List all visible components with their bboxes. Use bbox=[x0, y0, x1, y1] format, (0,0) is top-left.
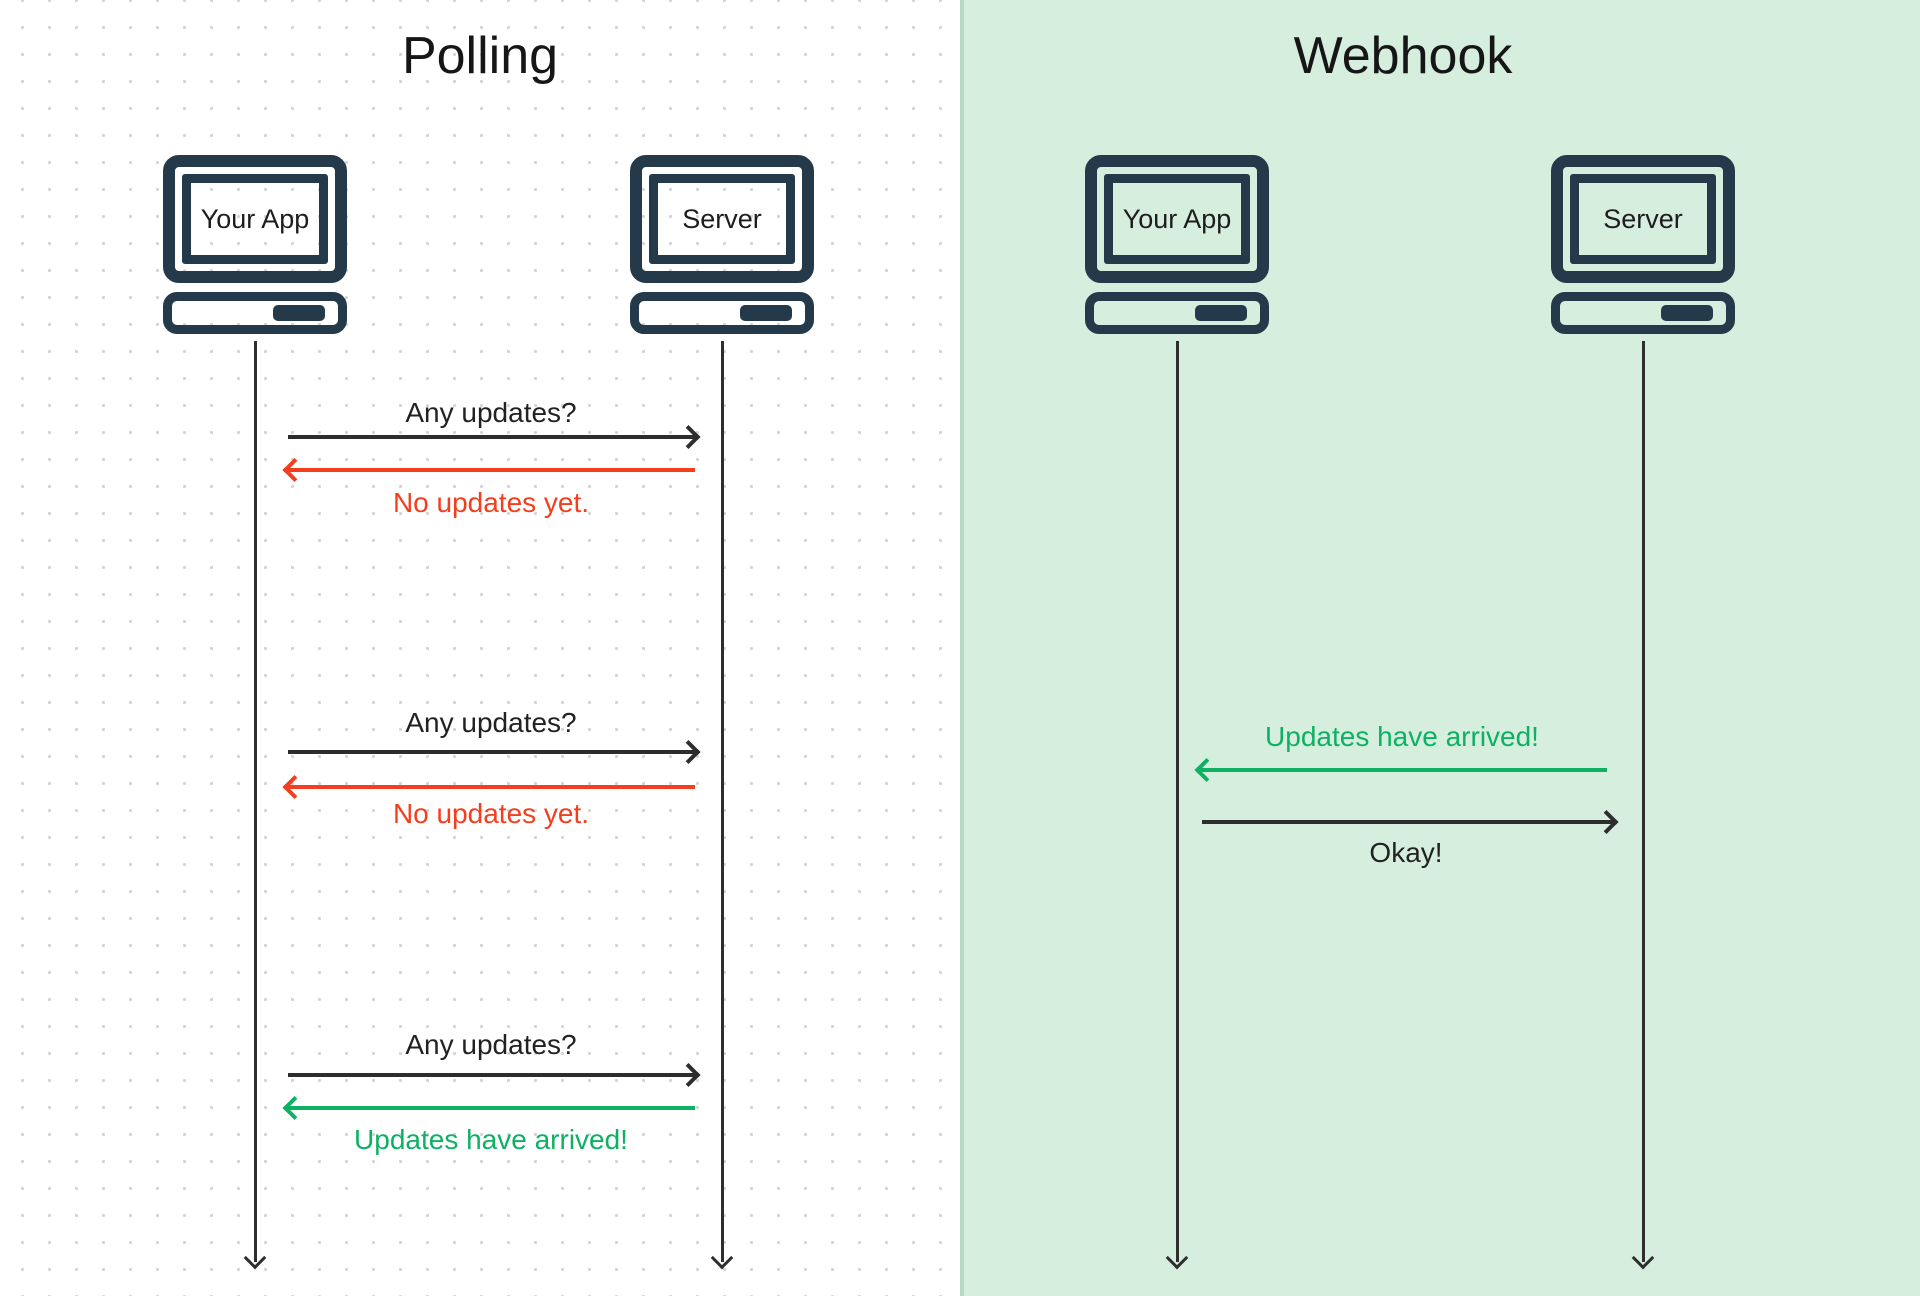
response-arrow bbox=[288, 785, 695, 789]
webhook-server-computer: Server bbox=[1551, 155, 1735, 334]
response-arrow bbox=[288, 1106, 695, 1110]
computer-base bbox=[630, 292, 814, 334]
device-label: Server bbox=[1603, 203, 1683, 234]
webhook-your-app-computer: Your App bbox=[1085, 155, 1269, 334]
polling-server-computer: Server bbox=[630, 155, 814, 334]
polling-your-app-computer: Your App bbox=[163, 155, 347, 334]
polling-panel-background bbox=[0, 0, 960, 1296]
webhook-title: Webhook bbox=[1293, 27, 1513, 85]
monitor-frame: Server bbox=[1551, 155, 1735, 283]
request-arrow bbox=[288, 1073, 695, 1077]
device-label: Server bbox=[682, 203, 762, 234]
computer-base bbox=[1551, 292, 1735, 334]
computer-base bbox=[1085, 292, 1269, 334]
polling-your-app-lifeline bbox=[253, 341, 257, 1262]
monitor-screen: Your App bbox=[182, 174, 328, 264]
device-label: Your App bbox=[200, 203, 310, 234]
monitor-frame: Your App bbox=[1085, 155, 1269, 283]
base-slot bbox=[1661, 305, 1713, 321]
polling-title: Polling bbox=[401, 27, 559, 85]
response-label: Updates have arrived! bbox=[354, 1124, 628, 1155]
device-label: Your App bbox=[1122, 203, 1232, 234]
ack-label: Okay! bbox=[1369, 837, 1443, 868]
request-arrow bbox=[288, 750, 695, 754]
request-label: Any updates? bbox=[405, 707, 577, 738]
monitor-frame: Server bbox=[630, 155, 814, 283]
response-arrow bbox=[288, 468, 695, 472]
polling-server-lifeline bbox=[720, 341, 724, 1262]
monitor-frame: Your App bbox=[163, 155, 347, 283]
request-arrow bbox=[288, 435, 695, 439]
webhook-panel-background bbox=[960, 0, 1920, 1296]
base-slot bbox=[740, 305, 792, 321]
base-slot bbox=[1195, 305, 1247, 321]
push-label: Updates have arrived! bbox=[1265, 721, 1539, 752]
push-arrow bbox=[1200, 768, 1607, 772]
monitor-screen: Server bbox=[649, 174, 795, 264]
computer-base bbox=[163, 292, 347, 334]
monitor-screen: Server bbox=[1570, 174, 1716, 264]
response-label: No updates yet. bbox=[392, 487, 590, 518]
webhook-server-lifeline bbox=[1641, 341, 1645, 1262]
response-label: No updates yet. bbox=[392, 798, 590, 829]
base-slot bbox=[273, 305, 325, 321]
webhook-your-app-lifeline bbox=[1175, 341, 1179, 1262]
request-label: Any updates? bbox=[405, 397, 577, 428]
request-label: Any updates? bbox=[405, 1029, 577, 1060]
ack-arrow bbox=[1202, 820, 1613, 824]
monitor-screen: Your App bbox=[1104, 174, 1250, 264]
